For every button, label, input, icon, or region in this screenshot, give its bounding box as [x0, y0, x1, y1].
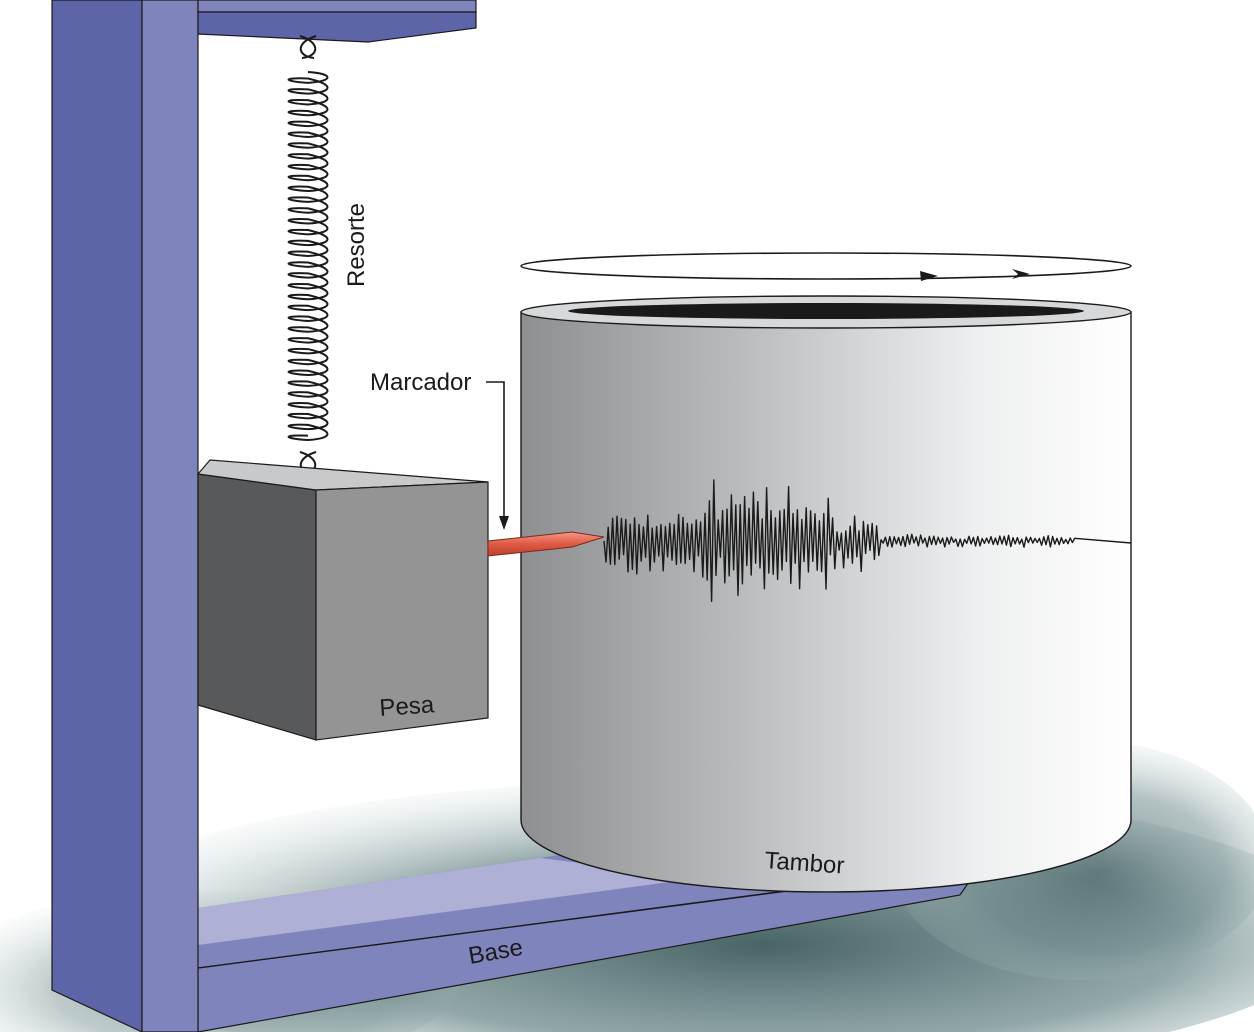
- drum-label: Tambor: [764, 847, 846, 880]
- spring: [287, 35, 329, 475]
- seismogram-trace: [603, 479, 1132, 602]
- frame-top-arm: [197, 0, 477, 43]
- marker-leader: [486, 381, 509, 530]
- weight-block: [196, 459, 489, 741]
- rotation-arrow: [520, 252, 1132, 281]
- spring-label: Resorte: [343, 203, 370, 287]
- pen-marker: [487, 531, 605, 557]
- weight-label: Pesa: [379, 691, 436, 722]
- frame-column: [51, 0, 199, 1032]
- spring-coil: [287, 71, 329, 442]
- spring-top-hook: [299, 35, 317, 59]
- drum: [520, 295, 1132, 893]
- marker-label: Marcador: [370, 369, 471, 396]
